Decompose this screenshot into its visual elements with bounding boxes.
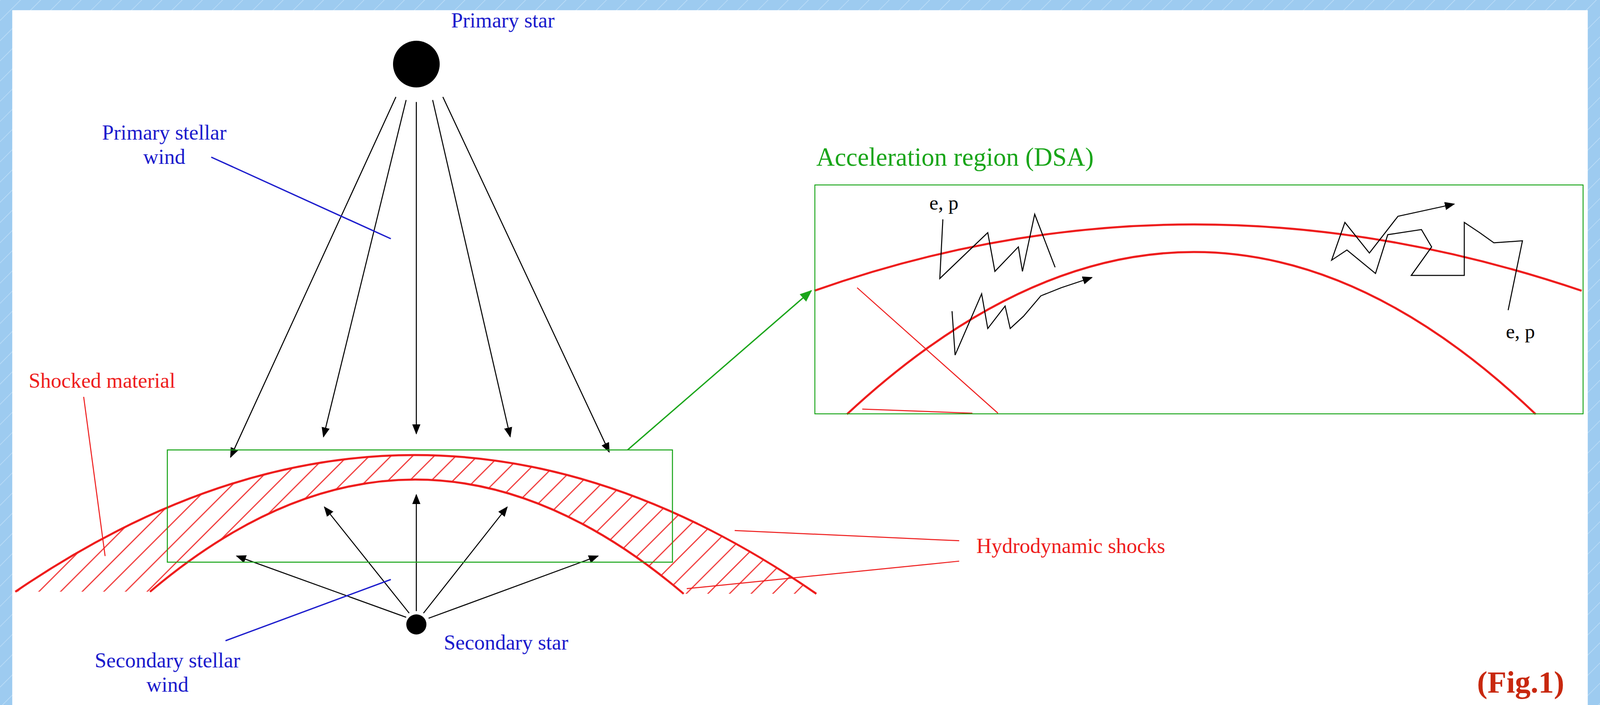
- wind-label: Primary stellar wind: [88, 120, 240, 170]
- zoom-outer-shock: [814, 224, 1582, 291]
- acceleration-region-box: Acceleration region (DSA): [814, 184, 1584, 415]
- star-disc: [406, 614, 427, 635]
- star-label: Secondary star: [443, 630, 569, 655]
- star-circle: [393, 40, 440, 88]
- particle-paths: [939, 204, 1523, 356]
- zoom-arrow: [627, 290, 812, 450]
- secondary-wind-arrows: [236, 494, 598, 619]
- white-panel: [12, 10, 1588, 705]
- red-leaders: [83, 287, 998, 588]
- shock-label: Hydrodynamic shocks: [976, 533, 1166, 559]
- primary-wind-arrows: [230, 96, 609, 458]
- blue-leaders: [211, 156, 392, 641]
- region-heading: Acceleration region (DSA): [816, 142, 1094, 172]
- primary-star: Primary star: [393, 8, 555, 88]
- star-label: Primary star: [451, 8, 555, 33]
- figure-caption: (Fig.1): [1476, 663, 1565, 700]
- zoom-region: [167, 449, 673, 562]
- particle-label: e, p: [929, 191, 959, 216]
- secondary-star: Secondary star: [406, 614, 569, 655]
- star-circle: [406, 614, 427, 635]
- wind-label: Secondary stellar wind: [85, 648, 250, 697]
- region-label: Shocked material: [28, 368, 176, 394]
- star-disc: [393, 40, 440, 88]
- zoom-inner-shock: [846, 251, 1536, 414]
- particle-label: e, p: [1505, 320, 1536, 344]
